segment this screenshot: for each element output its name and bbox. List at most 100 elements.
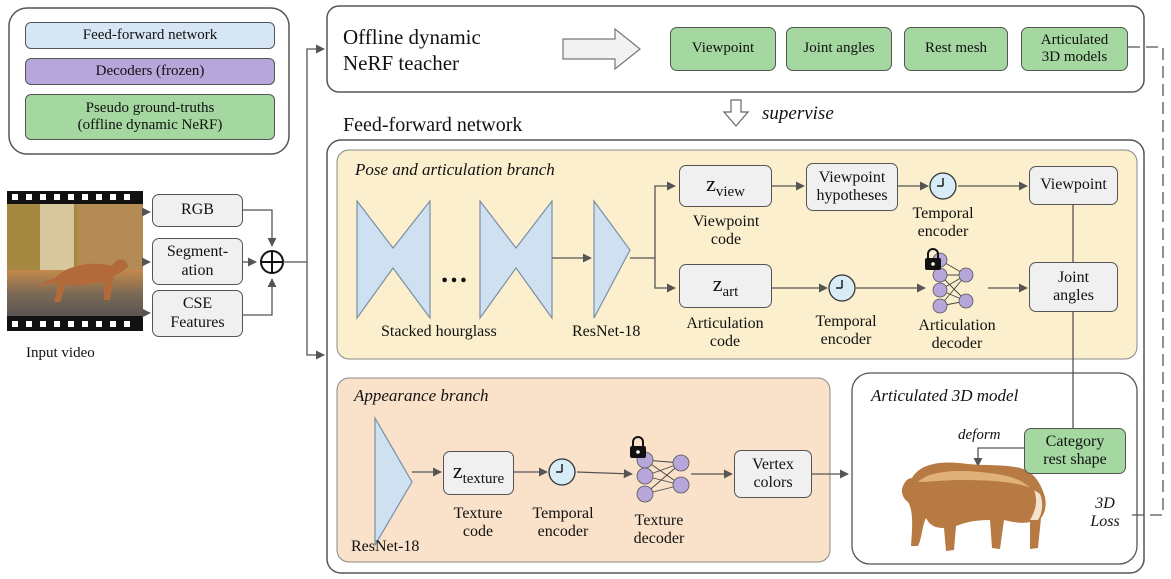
deform-label: deform [958, 427, 1001, 443]
loss-label: 3D Loss [1085, 495, 1125, 532]
legend-feed-forward: Feed-forward network [25, 22, 275, 49]
texture-decoder-line2: decoder [633, 530, 685, 548]
joint-angles-box: Joint angles [1029, 262, 1118, 312]
temporal-2-line1: Temporal [815, 313, 877, 330]
segmentation-line2: ation [181, 261, 214, 279]
ffn-title: Feed-forward network [343, 114, 523, 136]
viewpoint-box: Viewpoint [1029, 166, 1118, 205]
legend-pseudo-gt-line2: (offline dynamic NeRF) [77, 117, 223, 133]
resnet-pose-label: ResNet-18 [572, 323, 641, 340]
z-texture-sub: texture [462, 471, 505, 488]
appearance-branch-panel [336, 377, 831, 563]
z-art-box: zart [679, 264, 772, 308]
loss-line2: Loss [1090, 513, 1120, 531]
lock-icon [630, 436, 646, 458]
hourglass-shapes [356, 199, 553, 320]
legend-pseudo-gt-line1: Pseudo ground-truths [85, 99, 215, 116]
resnet-pose-shape [593, 199, 631, 319]
teacher-title-line2: NeRF teacher [343, 51, 460, 75]
legend-decoders-label: Decoders (frozen) [95, 62, 205, 79]
supervise-arrow [722, 99, 750, 127]
articulation-decoder-network [925, 248, 974, 314]
joint-line2: angles [1053, 287, 1094, 304]
teacher-articulated-box: Articulated 3D models [1021, 27, 1128, 71]
ellipsis: … [440, 258, 468, 289]
texture-code-line2: code [462, 523, 494, 541]
texture-code-label: Texture code [438, 505, 518, 542]
teacher-articulated-line1: Articulated [1040, 31, 1109, 48]
teacher-joint-angles-box: Joint angles [786, 27, 892, 71]
teacher-arrow [562, 27, 641, 71]
joint-line1: Joint [1057, 268, 1090, 286]
temporal-3-line1: Temporal [532, 505, 594, 522]
texture-decoder-network [630, 436, 690, 503]
z-art-sub: art [722, 284, 739, 301]
category-rest-shape-box: Category rest shape [1024, 428, 1126, 474]
loss-line1: 3D [1095, 495, 1115, 512]
temporal-1-line2: encoder [917, 223, 969, 241]
teacher-title-line1: Offline dynamic [343, 25, 481, 49]
art-decoder-line1: Articulation [918, 317, 996, 334]
z-view-sub: view [715, 184, 745, 201]
temporal-encoder-label-2: Temporal encoder [796, 313, 896, 350]
temporal-clock-icon-1 [929, 172, 957, 200]
cse-line1: CSE [182, 295, 213, 313]
cse-features-box: CSE Features [152, 290, 243, 337]
pose-branch-title: Pose and articulation branch [355, 160, 555, 179]
supervise-label: supervise [762, 103, 834, 124]
temporal-3-line2: encoder [537, 523, 589, 541]
temporal-1-line1: Temporal [912, 205, 974, 222]
teacher-joint-angles-label: Joint angles [803, 40, 875, 57]
teacher-viewpoint-label: Viewpoint [691, 40, 755, 57]
input-video-thumbnail [7, 191, 143, 331]
articulation-code-label: Articulation code [670, 315, 780, 352]
vertex-line1: Vertex [752, 455, 794, 473]
legend-pseudo-gt: Pseudo ground-truths (offline dynamic Ne… [25, 94, 275, 140]
z-view-box: zview [679, 165, 772, 207]
articulation-code-line2: code [709, 333, 741, 351]
z-texture-main: z [452, 457, 463, 483]
texture-code-line1: Texture [453, 505, 503, 522]
texture-decoder-line1: Texture [634, 512, 684, 529]
category-line1: Category [1045, 432, 1105, 450]
resnet-appearance-label: ResNet-18 [351, 538, 420, 555]
temporal-clock-icon-3 [548, 458, 576, 486]
input-video-label: Input video [26, 345, 95, 361]
teacher-rest-mesh-box: Rest mesh [904, 27, 1008, 71]
dog-3d-model [901, 462, 1046, 551]
z-art-main: z [712, 270, 723, 296]
temporal-2-line2: encoder [820, 331, 872, 349]
texture-decoder-label: Texture decoder [619, 512, 699, 549]
viewpoint-label: Viewpoint [1040, 176, 1107, 194]
concat-oplus-icon [260, 250, 284, 274]
rgb-label: RGB [181, 201, 214, 219]
model-panel-title: Articulated 3D model [871, 386, 1019, 405]
cse-line2: Features [170, 313, 225, 331]
segmentation-box: Segment- ation [152, 238, 243, 285]
viewpoint-hypotheses-box: Viewpoint hypotheses [806, 163, 898, 211]
viewpoint-hyp-line1: Viewpoint [818, 168, 886, 186]
viewpoint-hyp-line2: hypotheses [816, 187, 888, 204]
legend-decoders: Decoders (frozen) [25, 58, 275, 85]
vertex-colors-box: Vertex colors [734, 450, 812, 498]
stacked-hourglass-label: Stacked hourglass [381, 323, 497, 340]
temporal-encoder-label-3: Temporal encoder [517, 505, 609, 542]
viewpoint-code-line1: Viewpoint [692, 213, 760, 230]
vertex-line2: colors [753, 474, 793, 491]
category-line2: rest shape [1043, 451, 1107, 468]
teacher-rest-mesh-label: Rest mesh [924, 40, 988, 57]
articulation-decoder-label: Articulation decoder [902, 317, 1012, 354]
articulation-code-line1: Articulation [686, 315, 764, 332]
lock-icon [925, 248, 941, 270]
z-view-main: z [706, 170, 716, 196]
viewpoint-code-label: Viewpoint code [676, 213, 776, 250]
z-texture-box: ztexture [443, 451, 514, 495]
resnet-appearance-shape [374, 415, 413, 548]
temporal-encoder-label-1: Temporal encoder [893, 205, 993, 242]
temporal-clock-icon-2 [828, 274, 856, 302]
teacher-viewpoint-box: Viewpoint [670, 27, 776, 71]
legend-feed-forward-label: Feed-forward network [82, 26, 218, 43]
appearance-branch-title: Appearance branch [354, 386, 489, 405]
teacher-articulated-line2: 3D models [1041, 49, 1108, 65]
